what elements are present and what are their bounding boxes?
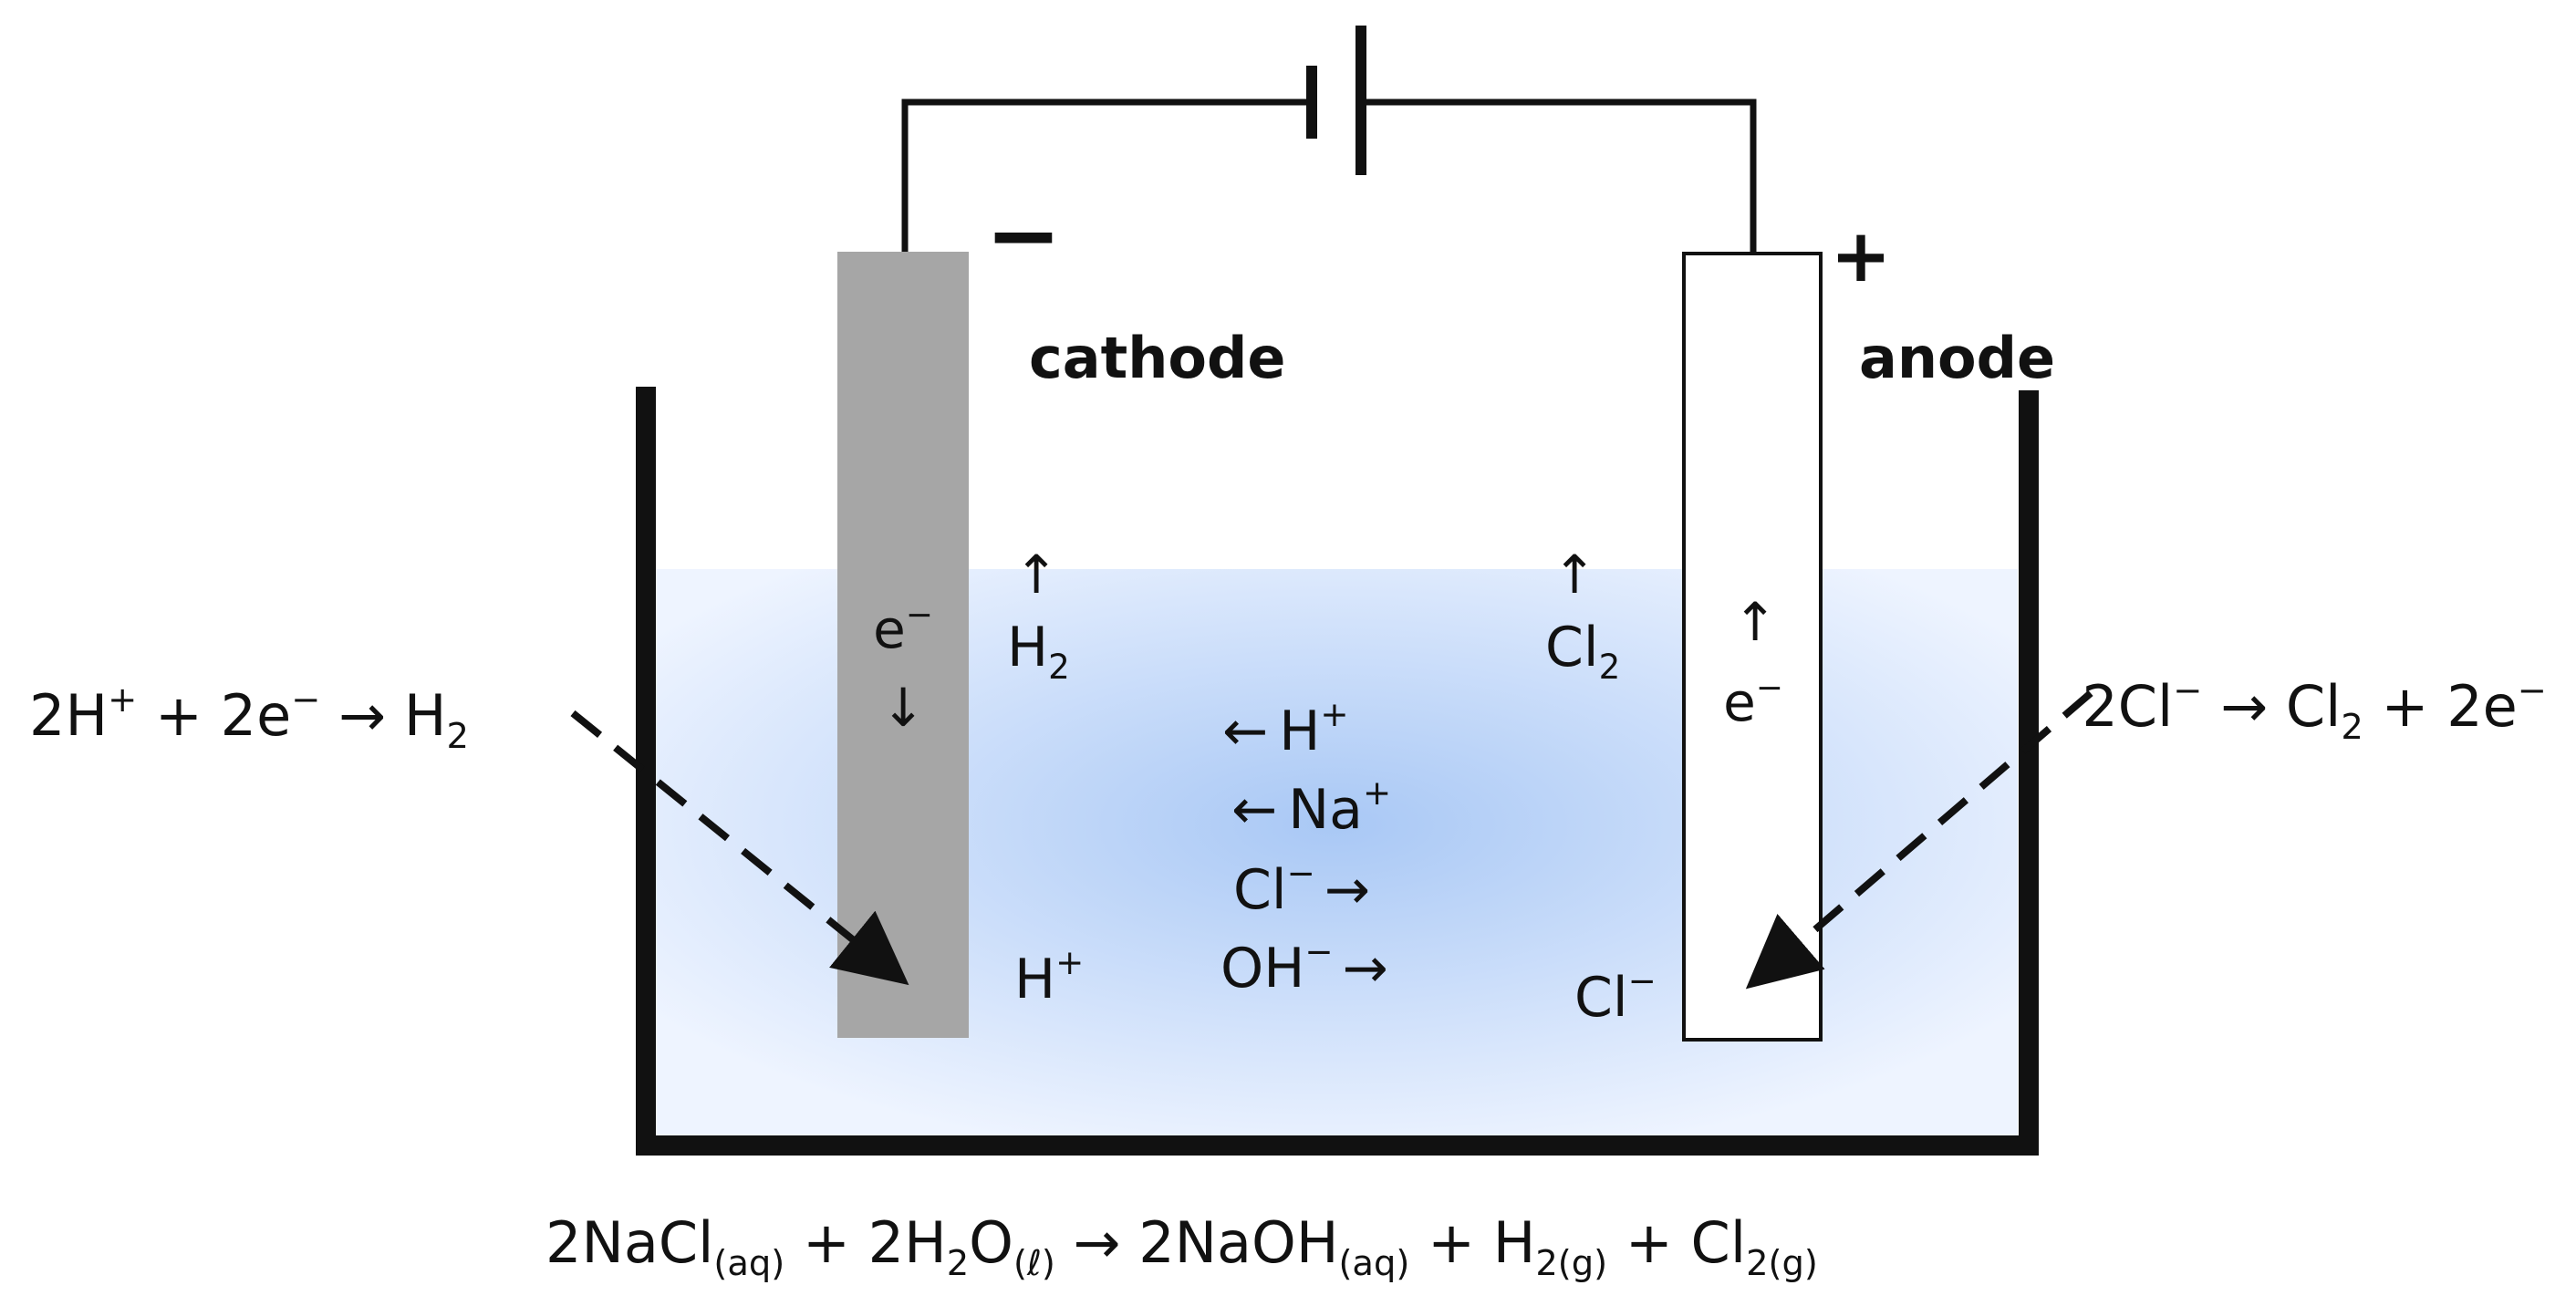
migration-na-plus-arrow: ← xyxy=(1231,778,1277,842)
cathode-electron-symbol: e xyxy=(873,598,906,660)
migration-h-plus: ←H+ xyxy=(1222,694,1349,763)
anode-electron-symbol: e xyxy=(1723,671,1756,733)
migration-oh-minus: OH−→ xyxy=(1220,931,1388,1000)
anode-hr-part1: 2Cl xyxy=(2082,673,2173,740)
anode-electron-charge: − xyxy=(1756,669,1783,707)
cl-minus-charge: − xyxy=(1628,960,1657,1000)
h2-subscript: 2 xyxy=(1048,647,1070,687)
cl2-symbol: Cl xyxy=(1545,616,1599,679)
wire-right xyxy=(1361,98,1757,254)
cl-minus-ion: Cl− xyxy=(1574,960,1657,1030)
overall-s4: (aq) xyxy=(1338,1243,1409,1284)
anode-hr-part3: + 2e xyxy=(2363,673,2518,740)
migration-na-plus-symbol: Na xyxy=(1288,778,1363,842)
cathode-hr-charge2: − xyxy=(291,679,320,720)
overall-t1: 2NaCl xyxy=(545,1209,713,1276)
h2-symbol: H xyxy=(1007,616,1048,679)
migration-cl-minus-charge: − xyxy=(1287,853,1315,893)
anode-hr-sub1: 2 xyxy=(2341,707,2363,748)
wire-left xyxy=(901,98,1312,254)
cathode-half-reaction: 2H+ + 2e− → H2 xyxy=(29,679,469,757)
h2-gas: H2 xyxy=(1007,616,1070,687)
migration-na-plus: ←Na+ xyxy=(1231,772,1391,842)
anode-hr-charge1: − xyxy=(2173,670,2202,711)
anode-pointer-arrow xyxy=(1745,689,2093,990)
anode-sign: + xyxy=(1830,213,1891,298)
overall-t6: + Cl xyxy=(1607,1209,1746,1276)
anode-electrode xyxy=(1682,252,1823,1042)
migration-h-plus-symbol: H xyxy=(1279,700,1320,763)
overall-t2: + 2H xyxy=(784,1209,946,1276)
overall-t5: + H xyxy=(1409,1209,1535,1276)
migration-oh-minus-symbol: OH xyxy=(1220,937,1304,1000)
anode-half-reaction: 2Cl− → Cl2 + 2e− xyxy=(2082,670,2547,748)
cathode-label: cathode xyxy=(1029,325,1285,391)
cathode-hr-part3: → H xyxy=(320,682,446,749)
migration-oh-minus-arrow: → xyxy=(1343,937,1388,1000)
migration-h-plus-charge: + xyxy=(1320,694,1348,734)
anode-electron-arrow: ↑ xyxy=(1733,591,1778,653)
cl2-gas: Cl2 xyxy=(1545,616,1620,687)
cathode-hr-part2: + 2e xyxy=(137,682,291,749)
overall-s3: (ℓ) xyxy=(1013,1243,1055,1284)
overall-s2: 2 xyxy=(947,1243,969,1284)
overall-equation: 2NaCl(aq) + 2H2O(ℓ) → 2NaOH(aq) + H2(g) … xyxy=(545,1209,1818,1284)
cathode-hr-part1: 2H xyxy=(29,682,108,749)
overall-t3: O xyxy=(969,1209,1013,1276)
cathode-sign: − xyxy=(985,181,1062,288)
migration-h-plus-arrow: ← xyxy=(1222,700,1268,763)
overall-s6: 2(g) xyxy=(1746,1243,1818,1284)
overall-s1: (aq) xyxy=(713,1243,784,1284)
cl2-gas-arrow: ↑ xyxy=(1553,544,1597,606)
h-plus-ion: H+ xyxy=(1014,942,1084,1011)
anode-electron: e− xyxy=(1723,669,1783,733)
cathode-electron-arrow: ↓ xyxy=(881,677,926,739)
cathode-electron-charge: − xyxy=(906,596,933,634)
cathode-electron: e− xyxy=(873,596,933,660)
beaker xyxy=(636,387,2039,1156)
migration-na-plus-charge: + xyxy=(1363,772,1391,813)
cathode-electrode xyxy=(837,252,969,1038)
migration-cl-minus-arrow: → xyxy=(1324,858,1370,922)
migration-cl-minus: Cl−→ xyxy=(1233,853,1370,922)
anode-hr-part2: → Cl xyxy=(2202,673,2341,740)
cl-minus-symbol: Cl xyxy=(1574,966,1628,1030)
migration-oh-minus-charge: − xyxy=(1304,931,1333,971)
h-plus-charge: + xyxy=(1055,942,1084,982)
h-plus-symbol: H xyxy=(1014,948,1055,1011)
cathode-hr-sub1: 2 xyxy=(446,716,468,757)
h2-gas-arrow: ↑ xyxy=(1014,544,1059,606)
cathode-pointer-arrow xyxy=(570,710,909,986)
anode-hr-charge2: − xyxy=(2518,670,2547,711)
cathode-hr-charge1: + xyxy=(108,679,137,720)
migration-cl-minus-symbol: Cl xyxy=(1233,858,1287,922)
cl2-subscript: 2 xyxy=(1599,647,1621,687)
overall-t4: → 2NaOH xyxy=(1055,1209,1339,1276)
overall-s5: 2(g) xyxy=(1535,1243,1607,1284)
anode-label: anode xyxy=(1859,325,2055,391)
